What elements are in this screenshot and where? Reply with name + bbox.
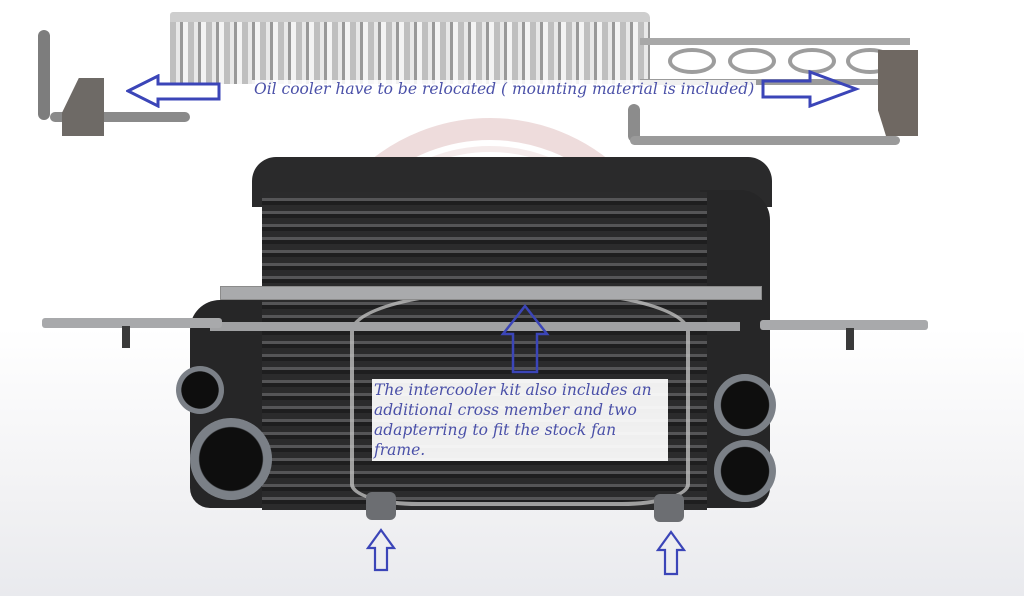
oil-cooler-bracket-right: [878, 50, 918, 136]
kit-note-line: The intercooler kit also includes an: [374, 381, 652, 399]
oil-line-left-vertical: [38, 30, 50, 120]
mounting-bracket-left: [42, 318, 222, 328]
mounting-bracket-right: [760, 320, 928, 330]
outlet-pipe-upper: [714, 374, 776, 436]
oil-cooler-note: Oil cooler have to be relocated ( mounti…: [252, 80, 757, 98]
oil-line-right-horizontal: [630, 136, 900, 145]
cross-member-arrow-icon: [500, 304, 550, 374]
frame-cutout: [728, 48, 776, 74]
kit-contents-note: The intercooler kit also includes an add…: [372, 379, 668, 461]
right-arrow-icon: [760, 70, 860, 108]
kit-note-line: adapterring to fit the stock fan frame.: [374, 421, 617, 459]
mounting-stud-right: [846, 328, 854, 350]
oil-cooler-core: [170, 12, 650, 84]
kit-note-line: additional cross member and two: [374, 401, 637, 419]
oil-line-right-vertical: [628, 104, 640, 142]
adapter-ring-left: [366, 492, 396, 520]
inlet-pipe-small: [176, 366, 224, 414]
mounting-stud-left: [122, 326, 130, 348]
adapter-ring-left-arrow-icon: [366, 528, 396, 572]
oil-cooler-bracket-left: [62, 78, 104, 136]
adapter-ring-right: [654, 494, 684, 522]
adapter-ring-right-arrow-icon: [656, 530, 686, 576]
inlet-pipe-large: [190, 418, 272, 500]
frame-cutout: [668, 48, 716, 74]
cross-member: [220, 286, 762, 300]
fan-frame-brace: [210, 322, 740, 331]
left-arrow-icon: [126, 74, 222, 108]
outlet-pipe-lower: [714, 440, 776, 502]
oil-line-left-horizontal: [50, 112, 190, 122]
